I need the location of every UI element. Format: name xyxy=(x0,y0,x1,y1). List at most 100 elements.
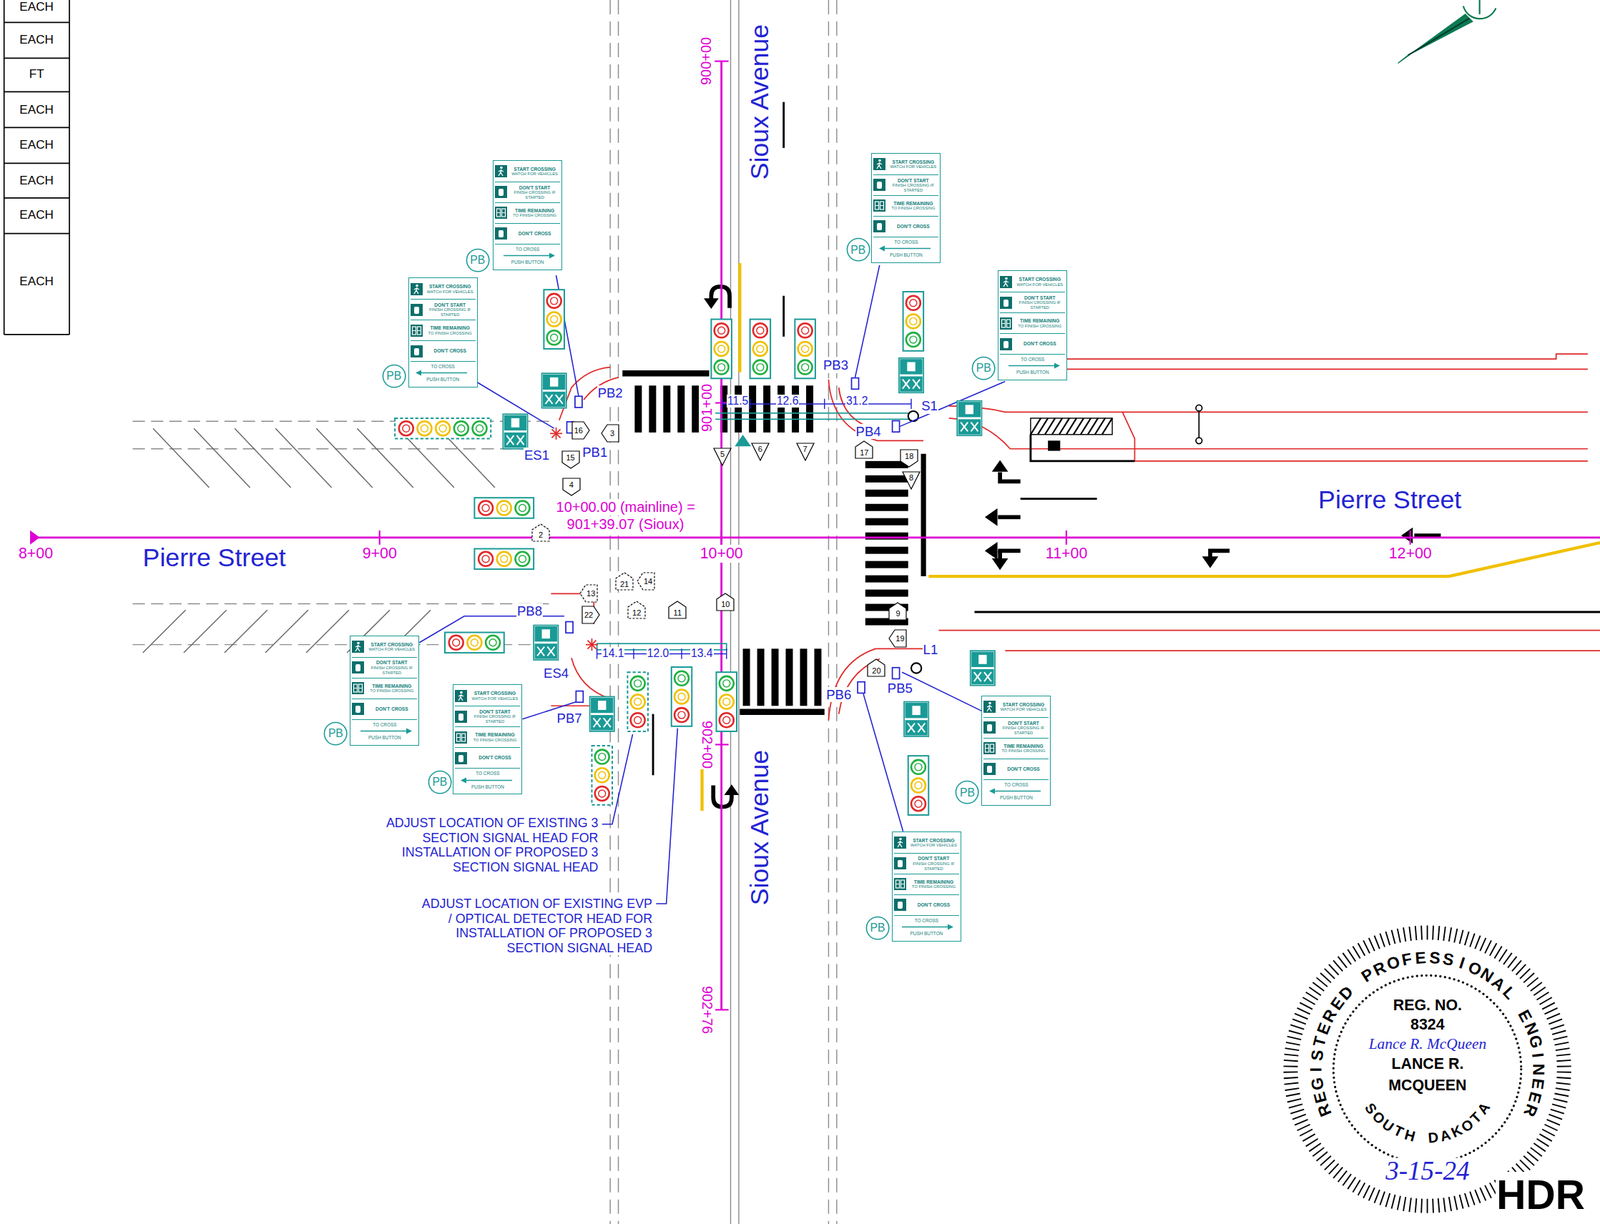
sign-heading: START CROSSING xyxy=(509,166,561,173)
crosswalk-bar xyxy=(791,385,799,433)
sign-footer: TO CROSSPUSH BUTTON xyxy=(894,916,960,941)
signal-head xyxy=(474,549,534,571)
table-rule xyxy=(4,162,70,164)
sign-footer-text: TO CROSS xyxy=(351,722,417,728)
dimension-tick xyxy=(721,399,723,410)
mast-arm xyxy=(714,413,914,420)
push-button-symbol xyxy=(892,668,900,680)
sign-icon xyxy=(494,206,508,219)
push-button-id: PB2 xyxy=(597,385,624,401)
signal-lens xyxy=(723,680,731,688)
crosswalk-bar xyxy=(677,385,685,433)
sign-heading: START CROSSING xyxy=(908,838,960,844)
signal-lens xyxy=(485,635,500,651)
parking-hatch xyxy=(224,610,268,654)
sign-text-group: TIME REMAININGTO FINISH CROSSING xyxy=(1014,318,1065,329)
sign-footer-text: PUSH BUTTON xyxy=(351,735,417,741)
ped-signal-head xyxy=(904,702,929,738)
sign-subtext: TO FINISH CROSSING xyxy=(509,213,561,219)
sign-subtext: WATCH FOR VEHICLES xyxy=(469,696,520,702)
callout-number: 2 xyxy=(538,531,543,540)
ped-signal-countdown xyxy=(590,715,613,731)
parking-hatch xyxy=(275,428,332,488)
sign-arrow xyxy=(499,252,557,259)
sign-heading: TIME REMAINING xyxy=(424,325,476,332)
table-cell: EACH xyxy=(18,208,55,223)
signal-lens xyxy=(714,341,729,357)
sign-icon xyxy=(873,158,886,171)
crosswalk-bar xyxy=(634,385,642,433)
lane-arrow xyxy=(1210,550,1230,558)
push-button-symbol xyxy=(851,378,860,390)
ped-signal-countdown xyxy=(603,718,611,728)
sign-row: START CROSSINGWATCH FOR VEHICLES xyxy=(494,161,561,183)
dimension: 14.1 xyxy=(601,647,626,661)
ped-sign-box: START CROSSINGWATCH FOR VEHICLESDON'T ST… xyxy=(492,160,563,271)
callout-number: 9 xyxy=(895,610,900,618)
sign-subtext: TO FINISH CROSSING xyxy=(469,738,520,744)
parking-hatch xyxy=(265,610,309,654)
sign-icon xyxy=(983,763,996,776)
crosswalk-bar xyxy=(865,461,909,469)
ped-signal-head xyxy=(533,625,558,661)
sign-icon xyxy=(410,303,423,317)
sign-icon xyxy=(454,690,468,703)
sign-icon xyxy=(983,721,996,734)
table-cell: EACH xyxy=(18,102,55,118)
sign-icon xyxy=(999,296,1013,309)
signal-pole xyxy=(911,663,922,674)
signal-lens xyxy=(598,790,606,798)
sign-row: DON'T STARTFINISH CROSSING IF STARTED xyxy=(351,658,417,679)
curb-line xyxy=(1122,411,1588,461)
signal-head xyxy=(908,756,930,816)
callout-number: 3 xyxy=(610,429,615,438)
sign-text-group: START CROSSINGWATCH FOR VEHICLES xyxy=(1014,276,1065,287)
signal-lens xyxy=(454,421,469,436)
sign-footer-text: PUSH BUTTON xyxy=(410,376,476,382)
station-label: 8+00 xyxy=(17,545,54,563)
curb-line xyxy=(1004,369,1588,371)
table-cell: EACH xyxy=(18,138,55,153)
sign-text-group: TIME REMAININGTO FINISH CROSSING xyxy=(424,325,476,336)
leader-line xyxy=(863,693,904,832)
ped-signal-countdown xyxy=(535,643,558,659)
street-name: Pierre Street xyxy=(1317,485,1462,515)
sign-heading: DON'T START xyxy=(1014,295,1065,302)
crosswalk-bar xyxy=(743,648,751,706)
ped-signal-countdown xyxy=(974,672,982,682)
dimension-tick xyxy=(910,399,912,410)
signal-lens xyxy=(478,552,493,567)
sign-text-group: DON'T CROSS xyxy=(1014,341,1065,347)
sign-subtext: FINISH CROSSING IF STARTED xyxy=(424,307,476,317)
signal-head-callout: 21 xyxy=(615,572,634,591)
sign-footer-text: TO CROSS xyxy=(494,246,561,252)
sign-text-group: DON'T CROSS xyxy=(908,902,960,909)
sign-text-group: TIME REMAININGTO FINISH CROSSING xyxy=(887,200,939,211)
sign-text-group: TIME REMAININGTO FINISH CROSSING xyxy=(997,743,1049,754)
hatch-line xyxy=(1102,418,1113,435)
push-button-text: PB xyxy=(976,362,992,375)
push-button-circle: PB xyxy=(865,916,890,941)
stamp-letter xyxy=(1349,976,1364,993)
sign-heading: DON'T START xyxy=(908,856,960,862)
ped-signal-countdown xyxy=(917,723,925,734)
sign-heading: DON'T START xyxy=(887,178,939,184)
stamp-letter: I xyxy=(1529,1052,1547,1060)
station-label: 10+00 xyxy=(699,545,744,563)
signal-lens xyxy=(417,421,433,436)
sign-subtext: TO FINISH CROSSING xyxy=(887,205,939,211)
sign-row: DON'T STARTFINISH CROSSING IF STARTED xyxy=(494,182,561,204)
signal-lens xyxy=(457,424,465,433)
stamp-letter: G xyxy=(1525,1034,1545,1051)
crosswalk-bar xyxy=(757,648,765,706)
pole-id: S1 xyxy=(920,398,939,414)
signal-lens xyxy=(547,312,562,327)
road-edge xyxy=(609,0,611,1224)
dimension: 13.4 xyxy=(690,647,714,661)
sign-footer-text: PUSH BUTTON xyxy=(873,252,939,258)
station-label: 902+00 xyxy=(698,720,716,770)
sign-subtext: WATCH FOR VEHICLES xyxy=(997,707,1049,713)
sign-subtext: TO FINISH CROSSING xyxy=(424,331,476,337)
dimension-tick xyxy=(632,648,634,659)
ped-signal-countdown xyxy=(555,394,563,405)
